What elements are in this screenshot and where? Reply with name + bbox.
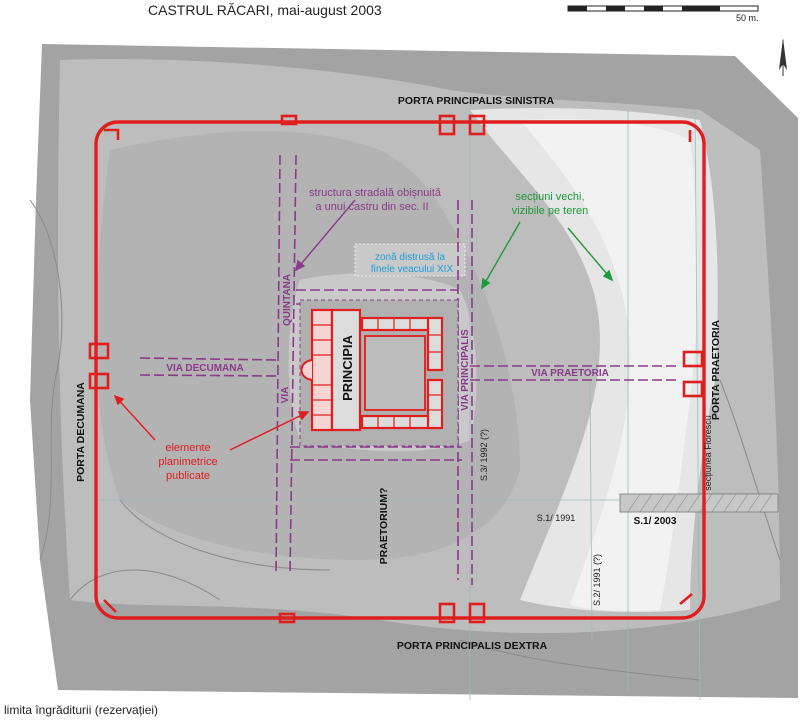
label-elemente-2: planimetrice: [158, 456, 217, 468]
north-arrow-icon: [779, 38, 787, 76]
scale-bar: [567, 5, 759, 12]
label-elemente-3: publicate: [166, 470, 210, 482]
label-structura-2: a unui castru din sec. II: [315, 201, 428, 213]
label-porta-sinistra: PORTA PRINCIPALIS SINISTRA: [398, 95, 555, 107]
label-s1-2003: S.1/ 2003: [634, 516, 677, 527]
label-via-quintana-1: QUINTANA: [282, 274, 293, 326]
label-sectiuni-2: vizibile pe teren: [512, 205, 588, 217]
destroyed-zone: [354, 243, 466, 277]
label-via-principalis: VIA PRINCIPALIS: [460, 329, 471, 411]
label-via-quintana-2: VIA: [280, 387, 291, 404]
label-s3-1992: S.3/ 1992 (?): [479, 429, 489, 481]
scale-label: 50 m.: [736, 13, 759, 23]
camp-wall: [94, 120, 706, 620]
label-principia: PRINCIPIA: [340, 335, 355, 401]
label-praetorium: PRAETORIUM?: [378, 488, 390, 565]
annotation-arrows: [113, 199, 614, 451]
label-s2-1991: S.2/ 1991 (?): [592, 554, 602, 606]
label-zona-1: zonă distrusă la: [375, 252, 445, 263]
footer-legend: limita îngrăditurii (rezervației): [4, 703, 159, 717]
map-title: CASTRUL RĂCARI, mai-august 2003: [148, 2, 382, 18]
gate-towers: [88, 114, 704, 624]
principia-rooms: [312, 318, 442, 428]
label-porta-praetoria: PORTA PRAETORIA: [710, 320, 722, 421]
label-s1-1991: S.1/ 1991: [537, 513, 576, 523]
trench-s1-2003: [619, 493, 779, 513]
trench-hatch: [627, 493, 773, 513]
label-via-decumana: VIA DECUMANA: [166, 363, 243, 374]
label-via-praetoria: VIA PRAETORIA: [531, 368, 609, 379]
label-zona-2: finele veacului XIX: [371, 264, 454, 275]
label-porta-decumana: PORTA DECUMANA: [75, 382, 87, 482]
label-florescu: secțiunea Florescu: [703, 415, 713, 491]
principia-apse: [300, 359, 313, 381]
label-porta-dextra: PORTA PRINCIPALIS DEXTRA: [397, 640, 548, 652]
label-structura-1: structura stradală obișnuită: [309, 187, 442, 199]
label-elemente-1: elemente: [165, 442, 210, 454]
label-sectiuni-1: secțiuni vechi,: [515, 191, 584, 203]
